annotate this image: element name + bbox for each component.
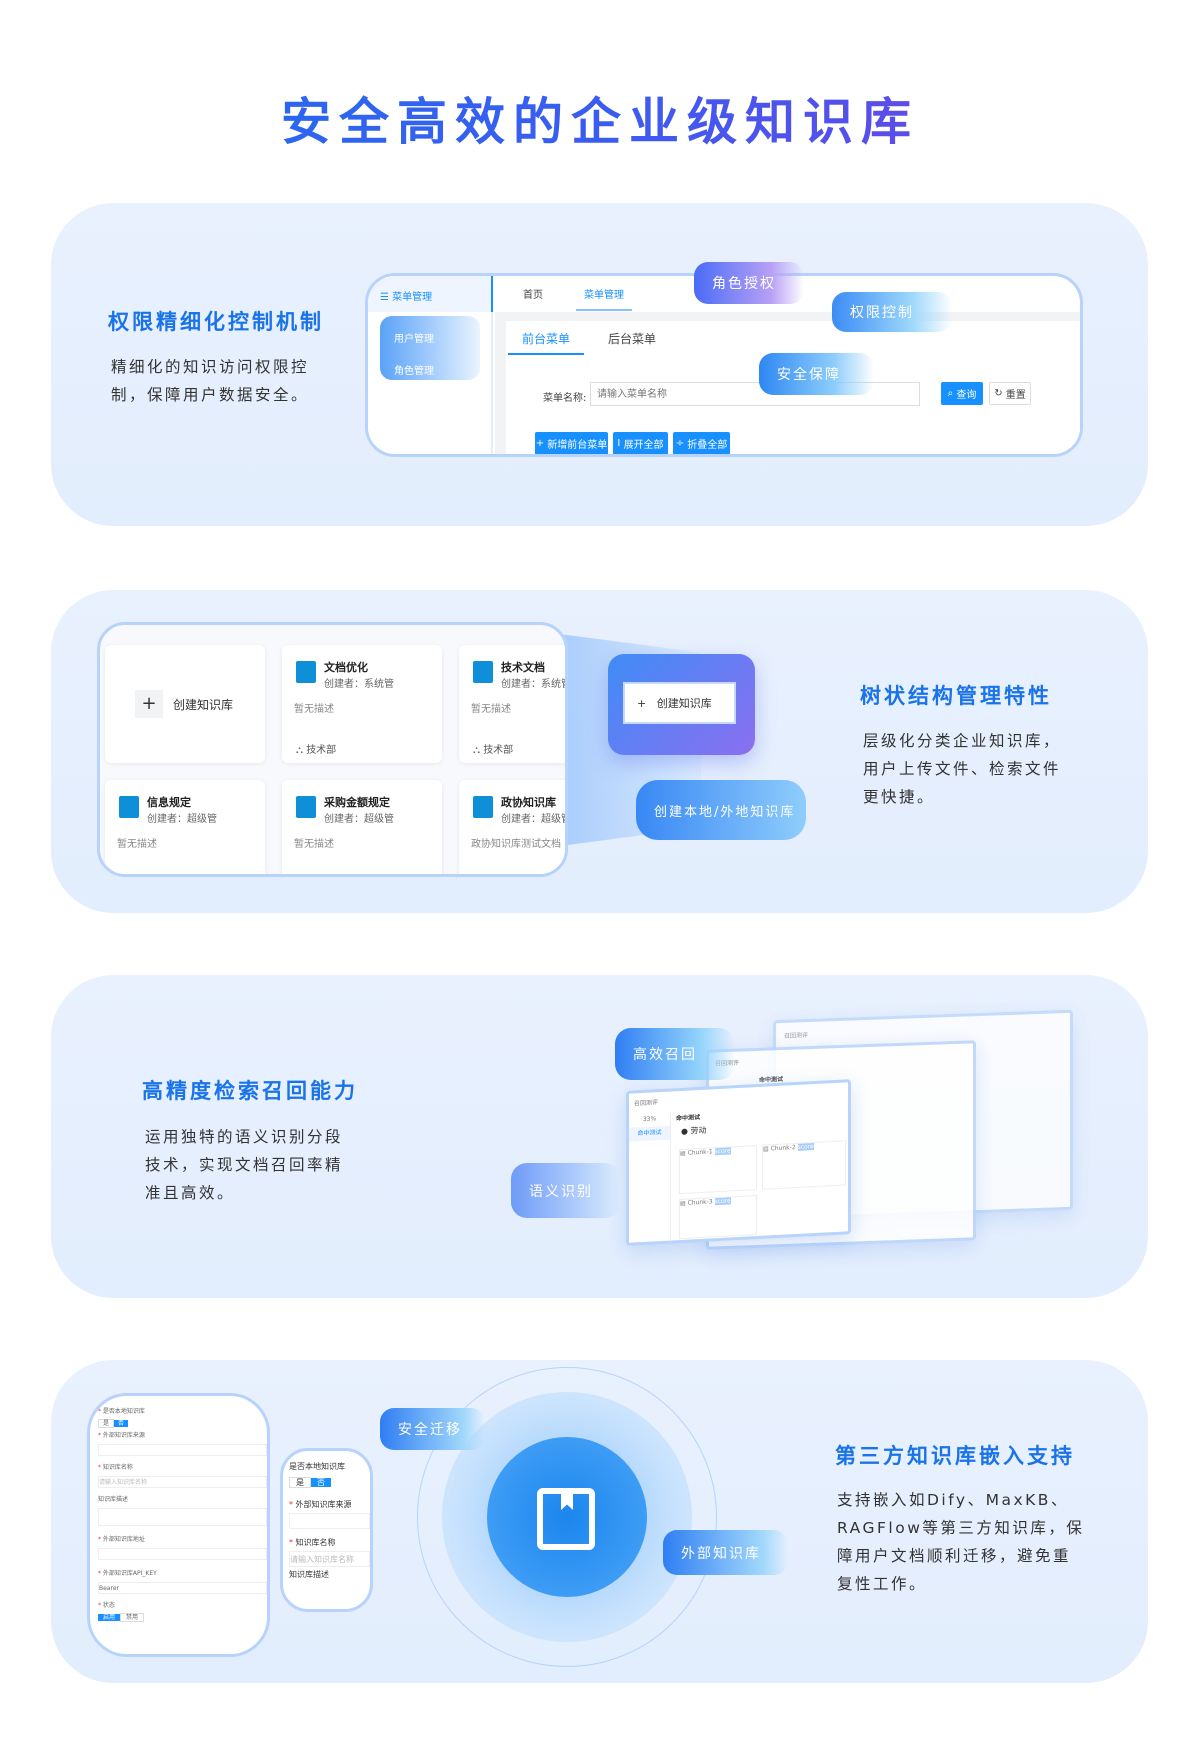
section-heading: 树状结构管理特性 [860, 684, 1052, 708]
pill-safe-migration: 安全迁移 [380, 1408, 485, 1450]
reset-button[interactable]: ↻ 重置 [989, 382, 1031, 405]
sidebar-header[interactable]: ☰ 菜单管理 [368, 276, 493, 312]
subtab-front[interactable]: 前台菜单 [508, 330, 585, 355]
create-kb-button[interactable]: + 创建知识库 [623, 682, 736, 724]
kb-grid-panel: + 创建知识库 文档优化创建者：系统管暂无描述⛬ 技术部 技术文档创建者：系统管… [97, 622, 568, 877]
kb-card[interactable]: 采购金额规定创建者：超级管暂无描述 [282, 780, 442, 874]
subtab-back[interactable]: 后台菜单 [608, 332, 657, 346]
pill-role-auth: 角色授权 [694, 262, 804, 304]
section-heading: 第三方知识库嵌入支持 [835, 1444, 1075, 1468]
kb-card[interactable]: 技术文档创建者：系统管暂无描述⛬ 技术部 [459, 645, 565, 763]
kb-card[interactable]: 文档优化创建者：系统管暂无描述⛬ 技术部 [282, 645, 442, 763]
section-third-party: * 是否本地知识库 是否 * 外部知识库来源 * 知识库名称请输入知识库名称 知… [51, 1360, 1148, 1683]
field-label: 菜单名称: [543, 393, 587, 404]
section-permission: 权限精细化控制机制 精细化的知识访问权限控制，保障用户数据安全。 ☰ 菜单管理 … [51, 203, 1148, 526]
tab-menu[interactable]: 菜单管理 [576, 286, 632, 311]
pill-security: 安全保障 [759, 353, 874, 395]
external-kb-form: * 是否本地知识库 是否 * 外部知识库来源 * 知识库名称请输入知识库名称 知… [87, 1393, 270, 1657]
book-icon [473, 661, 493, 683]
book-icon [119, 796, 139, 818]
pill-create-local-external: 创建本地/外地知识库 [636, 780, 806, 840]
section-retrieval: 高精度检索召回能力 运用独特的语义识别分段技术，实现文档召回率精准且高效。 召回… [51, 975, 1148, 1298]
add-menu-button[interactable]: + 新增前台菜单 [535, 432, 608, 454]
book-icon [473, 796, 493, 818]
enable-toggle[interactable]: 启用 [98, 1614, 121, 1621]
section-heading: 高精度检索召回能力 [142, 1079, 358, 1103]
section-heading: 权限精细化控制机制 [108, 310, 324, 334]
section-tree: + 创建知识库 文档优化创建者：系统管暂无描述⛬ 技术部 技术文档创建者：系统管… [51, 590, 1148, 913]
section-desc: 支持嵌入如Dify、MaxKB、RAGFlow等第三方知识库，保障用户文档顺利迁… [837, 1491, 1085, 1593]
section-desc: 运用独特的语义识别分段技术，实现文档召回率精准且高效。 [145, 1128, 344, 1202]
kb-card[interactable]: 政协知识库创建者：超级管政协知识库测试文档 [459, 780, 565, 874]
sidebar-item-roles[interactable]: 角色管理 [394, 366, 434, 377]
book-icon [537, 1488, 595, 1550]
pill-external-kb: 外部知识库 [663, 1530, 788, 1575]
page-title: 安全高效的企业级知识库 [0, 82, 1200, 154]
section-desc: 层级化分类企业知识库，用户上传文件、检索文件更快捷。 [863, 732, 1062, 806]
expand-all-button[interactable]: Ι 展开全部 [613, 432, 668, 454]
retrieval-screen-front: 召回测评 33%命中测试 命中测试 ● 劳动 ▤ Chunk-1 score ▤… [626, 1079, 851, 1246]
create-kb-card[interactable]: + 创建知识库 [105, 645, 265, 763]
external-kb-form-zoom: 是否本地知识库 是否 * 外部知识库来源 * 知识库名称请输入知识库名称 知识库… [280, 1448, 373, 1612]
book-icon [296, 796, 316, 818]
book-icon [296, 661, 316, 683]
kb-card[interactable]: 信息规定创建者：超级管暂无描述 [105, 780, 265, 874]
sidebar-item-users[interactable]: 用户管理 [394, 334, 434, 345]
pill-semantic: 语义识别 [511, 1163, 621, 1218]
section-desc: 精细化的知识访问权限控制，保障用户数据安全。 [111, 358, 310, 404]
disable-toggle[interactable]: 禁用 [120, 1613, 145, 1622]
tab-home[interactable]: 首页 [523, 290, 543, 301]
pill-permission: 权限控制 [832, 292, 952, 332]
pill-efficient-recall: 高效召回 [615, 1028, 735, 1080]
query-button[interactable]: ⌕ 查询 [941, 382, 983, 405]
collapse-all-button[interactable]: ÷ 折叠全部 [673, 432, 730, 454]
